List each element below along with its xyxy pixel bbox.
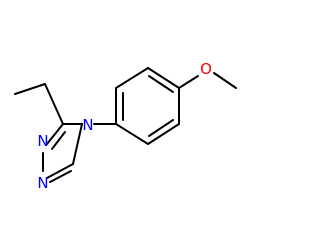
bond-c5-n1 <box>46 163 74 179</box>
bond-c5-n1-inner <box>49 170 72 183</box>
atom-n1: N <box>37 174 48 192</box>
bond-n4-c5 <box>72 123 83 165</box>
bond-o-ch3 <box>213 72 237 89</box>
bond-ar4-ar5-inner <box>148 75 174 93</box>
bond-ch3-ch2 <box>14 83 46 95</box>
atom-n4: N <box>82 116 93 134</box>
atom-o-label: O <box>200 60 212 78</box>
atom-n2-label: N <box>37 132 48 150</box>
atom-labels: N N N O <box>37 60 212 192</box>
atom-n4-label: N <box>82 116 93 134</box>
bond-ar4-ar5 <box>147 67 180 89</box>
atom-n2: N <box>37 132 48 150</box>
bond-n2-c3-inner <box>51 131 66 150</box>
bond-ar1-ar2 <box>115 123 149 145</box>
bond-ar2-ar3-inner <box>148 119 174 137</box>
structure-drawing: N N N O <box>14 60 237 192</box>
bond-ar2-ar3 <box>147 123 180 145</box>
bond-n2-c3 <box>46 123 64 145</box>
bond-ch2-c3 <box>44 83 64 125</box>
atom-o: O <box>200 60 212 78</box>
molecule-canvas: N N N O <box>14 60 237 192</box>
atom-n1-label: N <box>37 174 48 192</box>
bond-ar4-o <box>178 75 199 89</box>
bonds <box>14 67 237 183</box>
bond-ar5-ar6 <box>115 67 149 89</box>
